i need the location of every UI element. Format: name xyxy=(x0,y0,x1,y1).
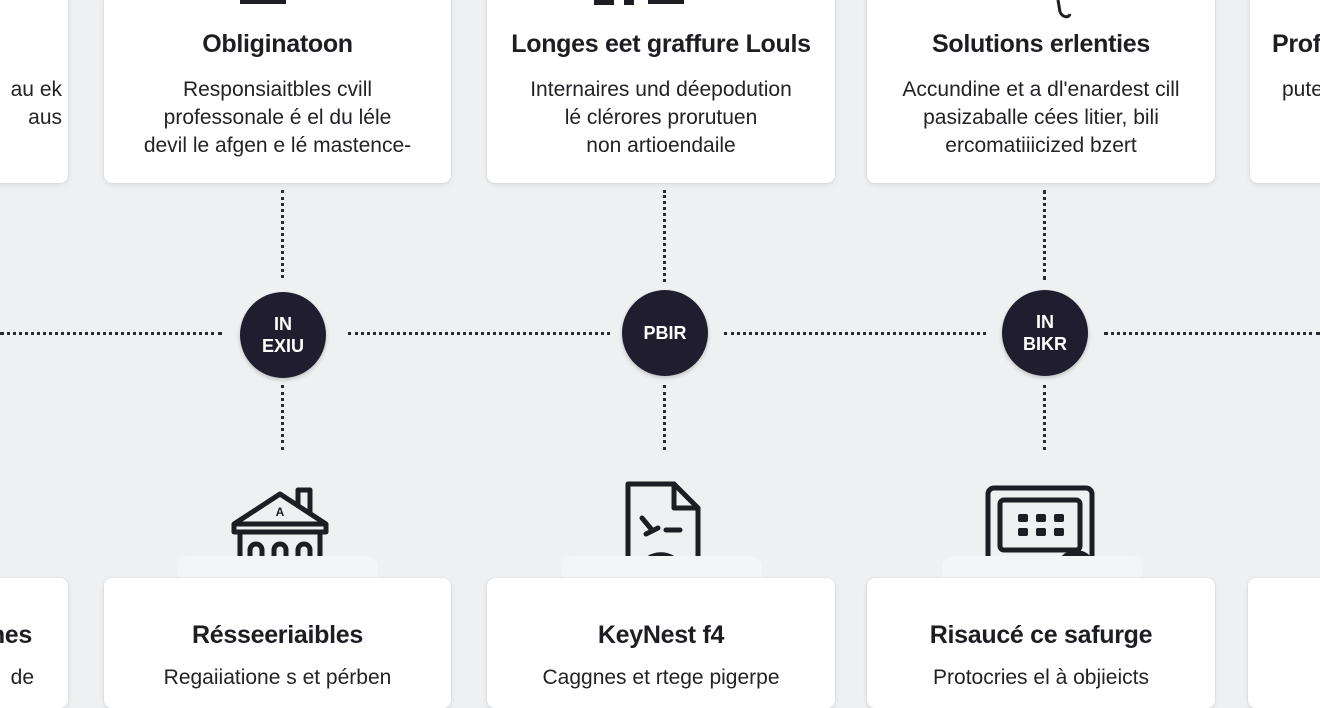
card-description-line: professonale é el du léle xyxy=(163,106,392,129)
card-description: Accundine et a dl'enardest cill pasizaba… xyxy=(867,76,1215,160)
timeline-node: IN BIKR xyxy=(1002,290,1088,376)
vertical-connector xyxy=(1043,190,1046,280)
card-description: Regaiiatione s et pérben xyxy=(104,664,451,692)
card-description-line: non artioendaile xyxy=(586,134,736,157)
timeline-connector xyxy=(348,332,610,335)
top-card-0: au ek aus xyxy=(0,0,68,183)
card-description-line: Internaires und déepodution xyxy=(530,78,792,101)
card-description: de xyxy=(11,664,34,692)
card-title: nes xyxy=(0,621,32,649)
card-description-line: pasizaballe cées litier, bili xyxy=(923,106,1159,129)
top-card-4: Prof pute xyxy=(1250,0,1320,183)
top-card-1: Obliginatoon Responsiaitbles cvill profe… xyxy=(104,0,451,183)
node-label: PBIR xyxy=(643,323,687,343)
card-title: Prof xyxy=(1272,30,1320,58)
vertical-connector xyxy=(281,190,284,278)
top-icon-fragment xyxy=(594,0,684,5)
card-title: Solutions erlenties xyxy=(932,30,1150,58)
node-label: IN xyxy=(1036,312,1054,332)
timeline-connector xyxy=(724,332,986,335)
timeline-connector-right xyxy=(1104,332,1320,335)
card-tab xyxy=(562,556,762,582)
vertical-connector xyxy=(1043,385,1046,450)
card-description-line: Regaiiatione s et pérben xyxy=(163,666,392,689)
card-description-line: ercomatiiicized bzert xyxy=(945,134,1137,157)
card-description-line: Caggnes et rtege pigerpe xyxy=(542,666,780,689)
card-description-line: pute xyxy=(1282,78,1320,101)
card-tab xyxy=(178,556,378,582)
card-description: Internaires und déepodution lé clérores … xyxy=(487,76,835,160)
card-title: Longes eet graffure Louls xyxy=(511,30,811,58)
vertical-connector xyxy=(663,190,666,282)
bottom-card-1: Résseeriaibles Regaiiatione s et pérben xyxy=(104,578,451,708)
card-description: Responsiaitbles cvill professonale é el … xyxy=(104,76,451,160)
top-card-3: Solutions erlenties Accundine et a dl'en… xyxy=(867,0,1215,183)
bottom-card-2: KeyNest f4 Caggnes et rtege pigerpe xyxy=(487,578,835,708)
card-description: au ek aus xyxy=(11,76,62,132)
node-label: BIKR xyxy=(1023,334,1067,354)
card-description-line: Responsiaitbles cvill xyxy=(182,78,373,101)
card-tab xyxy=(942,556,1142,582)
card-description-line: au ek xyxy=(10,78,62,101)
card-title: Risaucé ce safurge xyxy=(929,621,1153,649)
card-description-line: devil le afgen e lé mastence- xyxy=(143,134,412,157)
card-description-line: Accundine et a dl'enardest cill xyxy=(902,78,1180,101)
top-icon-fragment xyxy=(240,0,286,4)
card-title: KeyNest f4 xyxy=(597,621,725,649)
card-description: Protocries el à objieicts xyxy=(867,664,1215,692)
node-label: EXIU xyxy=(261,336,304,356)
bottom-card-4 xyxy=(1248,578,1320,708)
card-description-line: Protocries el à objieicts xyxy=(933,666,1149,689)
card-description-line: aus xyxy=(28,106,62,129)
node-label: IN xyxy=(274,314,292,334)
card-title: Résseeriaibles xyxy=(192,621,363,649)
timeline-node: IN EXIU xyxy=(240,292,326,378)
bottom-card-3: Risaucé ce safurge Protocries el à objie… xyxy=(867,578,1215,708)
vertical-connector xyxy=(281,385,284,450)
card-description-line: de xyxy=(10,666,34,689)
card-title: Obliginatoon xyxy=(202,30,353,58)
card-description-line: lé clérores prorutuen xyxy=(564,106,758,129)
timeline-node: PBIR xyxy=(622,290,708,376)
svg-text:A: A xyxy=(276,505,285,519)
top-icon-fragment xyxy=(1056,0,1072,19)
timeline-connector-left xyxy=(0,332,222,335)
card-description: Caggnes et rtege pigerpe xyxy=(487,664,835,692)
card-description: pute xyxy=(1282,76,1320,104)
vertical-connector xyxy=(663,385,666,450)
top-card-2: Longes eet graffure Louls Internaires un… xyxy=(487,0,835,183)
bottom-card-0: nes de xyxy=(0,578,68,708)
